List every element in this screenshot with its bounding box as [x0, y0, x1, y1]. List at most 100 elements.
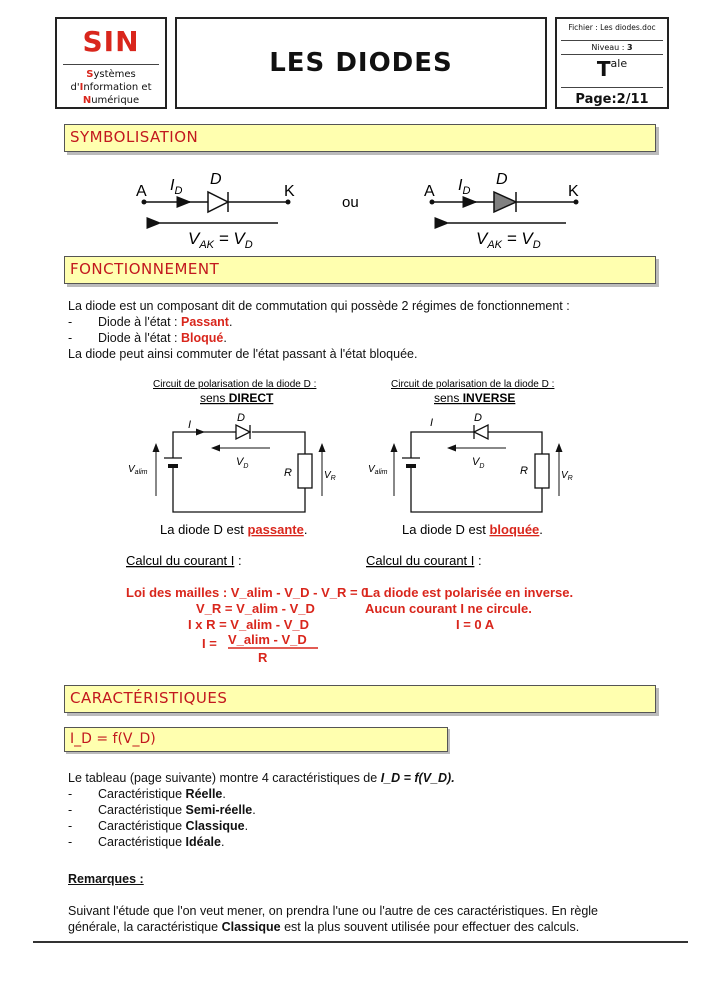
- vr-direct-label: VR: [324, 470, 336, 482]
- logo-word-numerique: umérique: [91, 95, 140, 106]
- section-caracteristiques-title: CARACTÉRISTIQUES: [70, 689, 228, 707]
- anode-label-2: A: [424, 183, 435, 200]
- diode-label-2: D: [496, 171, 508, 188]
- subsection-id-fvd: I_D = f(V_D): [64, 727, 448, 752]
- period: .: [244, 819, 249, 833]
- item-classique: Classique: [185, 819, 245, 833]
- item-prefix: Caractéristique: [98, 787, 186, 801]
- diode-direct-icon: [235, 423, 252, 441]
- inverse-line-1: La diode est polarisée en inverse.: [365, 585, 573, 600]
- class-level: Tale: [557, 57, 667, 81]
- list-item: - Caractéristique Idéale.: [68, 834, 224, 850]
- section-fonctionnement-title: FONCTIONNEMENT: [70, 260, 220, 278]
- caracteristiques-intro-formula: I_D = f(V_D).: [380, 771, 455, 785]
- remarks-line-2-prefix: générale, la caractéristique: [68, 920, 222, 934]
- diode-symbol-plain: A K ID D VAK = VD: [136, 171, 295, 251]
- page-number: Page:2/11: [561, 87, 663, 107]
- item-ideale: Idéale: [185, 835, 221, 849]
- logo-prefix-d: d': [70, 82, 80, 93]
- equation-ir: I x R = V_alim - V_D: [188, 617, 309, 632]
- current-inverse-label: I: [430, 417, 433, 429]
- diode-symbols: A K ID D VAK = VD ou A K ID D VAK = VD: [136, 171, 579, 251]
- circuit-direct-caption: La diode D est passante.: [160, 522, 307, 537]
- logo-word-information: nformation et: [83, 82, 152, 93]
- circuit-inverse: Circuit de polarisation de la diode D : …: [368, 379, 573, 537]
- state-prefix: Diode à l'état :: [98, 331, 181, 345]
- bullet-dash: -: [68, 803, 73, 817]
- level-value: 3: [627, 43, 633, 52]
- remarks-line-1: Suivant l'étude que l'on veut mener, on …: [68, 904, 599, 918]
- item-reelle: Réelle: [185, 787, 223, 801]
- equation-i-lhs: I =: [202, 636, 217, 651]
- item-prefix: Caractéristique: [98, 803, 186, 817]
- bullet-dash: -: [68, 835, 73, 849]
- anode-label: A: [136, 183, 147, 200]
- resistor-direct-icon: [297, 453, 313, 489]
- item-prefix: Caractéristique: [98, 819, 186, 833]
- remarks-line-2: générale, la caractéristique Classique e…: [68, 919, 579, 935]
- period: .: [222, 787, 226, 801]
- vak-label: VAK = VD: [188, 229, 253, 251]
- state-bloque: Bloqué: [181, 331, 224, 345]
- diode-inverse-label: D: [474, 412, 482, 424]
- caracteristiques-intro: Le tableau (page suivante) montre 4 cara…: [68, 770, 455, 786]
- state-bloque-item: - Diode à l'état : Bloqué.: [68, 330, 227, 346]
- section-symbolisation-title: SYMBOLISATION: [70, 128, 199, 146]
- subsection-id-fvd-title: I_D = f(V_D): [70, 731, 156, 747]
- battery-inverse-icon: [406, 464, 416, 468]
- vr-inverse-label: VR: [561, 470, 573, 482]
- vd-direct-label: VD: [236, 456, 248, 470]
- resistor-inverse-icon: [534, 453, 550, 489]
- diode-label: D: [210, 171, 222, 188]
- logo-divider: [63, 64, 159, 65]
- logo-initial-i: I: [79, 82, 84, 93]
- calcul-inverse-text: La diode est polarisée en inverse. Aucun…: [365, 585, 573, 632]
- circuit-direct-title: Circuit de polarisation de la diode D :: [153, 379, 316, 390]
- diode-shaded-triangle-icon: [493, 190, 518, 214]
- vak-label-2: VAK = VD: [476, 229, 541, 251]
- period: .: [223, 331, 227, 345]
- item-semi-reelle: Semi-réelle: [185, 803, 253, 817]
- or-label: ou: [342, 194, 359, 211]
- level-info: Niveau : 3: [561, 40, 663, 55]
- current-label: ID: [170, 177, 182, 197]
- equation-i-numerator: V_alim - V_D: [228, 632, 307, 647]
- circuit-inverse-sense: sens INVERSE: [434, 391, 515, 405]
- logo-name: SIN: [82, 25, 140, 58]
- meta-box: Fichier : Les diodes.doc Niveau : 3 Tale…: [555, 17, 669, 109]
- diode-direct-label: D: [237, 412, 245, 424]
- logo-box: SIN Systèmes d'Information et Numérique: [55, 17, 167, 109]
- loi-des-mailles: Loi des mailles : V_alim - V_D - V_R = 0: [126, 585, 368, 600]
- remarks-line-2-bold: Classique: [221, 920, 281, 934]
- cathode-label-2: K: [568, 183, 579, 200]
- period: .: [220, 835, 225, 849]
- circuit-inverse-caption: La diode D est bloquée.: [402, 522, 543, 537]
- state-passant: Passant: [181, 315, 229, 329]
- equation-i-denominator: R: [258, 650, 268, 665]
- calcul-heading-inverse: Calcul du courant I :: [366, 553, 482, 568]
- circuit-direct: Circuit de polarisation de la diode D : …: [128, 379, 336, 537]
- current-label-2: ID: [458, 177, 470, 197]
- inverse-line-3: I = 0 A: [456, 617, 495, 632]
- diode-triangle-icon: [207, 190, 230, 214]
- equation-vr: V_R = V_alim - V_D: [196, 601, 315, 616]
- list-item: -Caractéristique Réelle.: [68, 786, 226, 802]
- page-title: LES DIODES: [269, 48, 453, 78]
- diode-inverse-icon: [472, 423, 489, 441]
- title-box: LES DIODES: [175, 17, 547, 109]
- calcul-direct-equations: Loi des mailles : V_alim - V_D - V_R = 0…: [126, 585, 368, 665]
- bullet-dash: -: [68, 331, 73, 345]
- bullet-dash: -: [68, 315, 73, 329]
- battery-direct-icon: [168, 464, 178, 468]
- level-label: Niveau :: [591, 43, 625, 52]
- section-caracteristiques: CARACTÉRISTIQUES: [64, 685, 656, 713]
- current-direct-label: I: [188, 419, 191, 431]
- item-prefix: Caractéristique: [98, 835, 186, 849]
- cathode-label: K: [284, 183, 295, 200]
- circuit-direct-sense: sens DIRECT: [200, 391, 274, 405]
- section-symbolisation: SYMBOLISATION: [64, 124, 656, 152]
- class-sup: ale: [610, 57, 628, 70]
- r-direct-label: R: [284, 467, 292, 479]
- fonctionnement-conclusion: La diode peut ainsi commuter de l'état p…: [68, 347, 418, 361]
- footer-divider: [33, 941, 688, 943]
